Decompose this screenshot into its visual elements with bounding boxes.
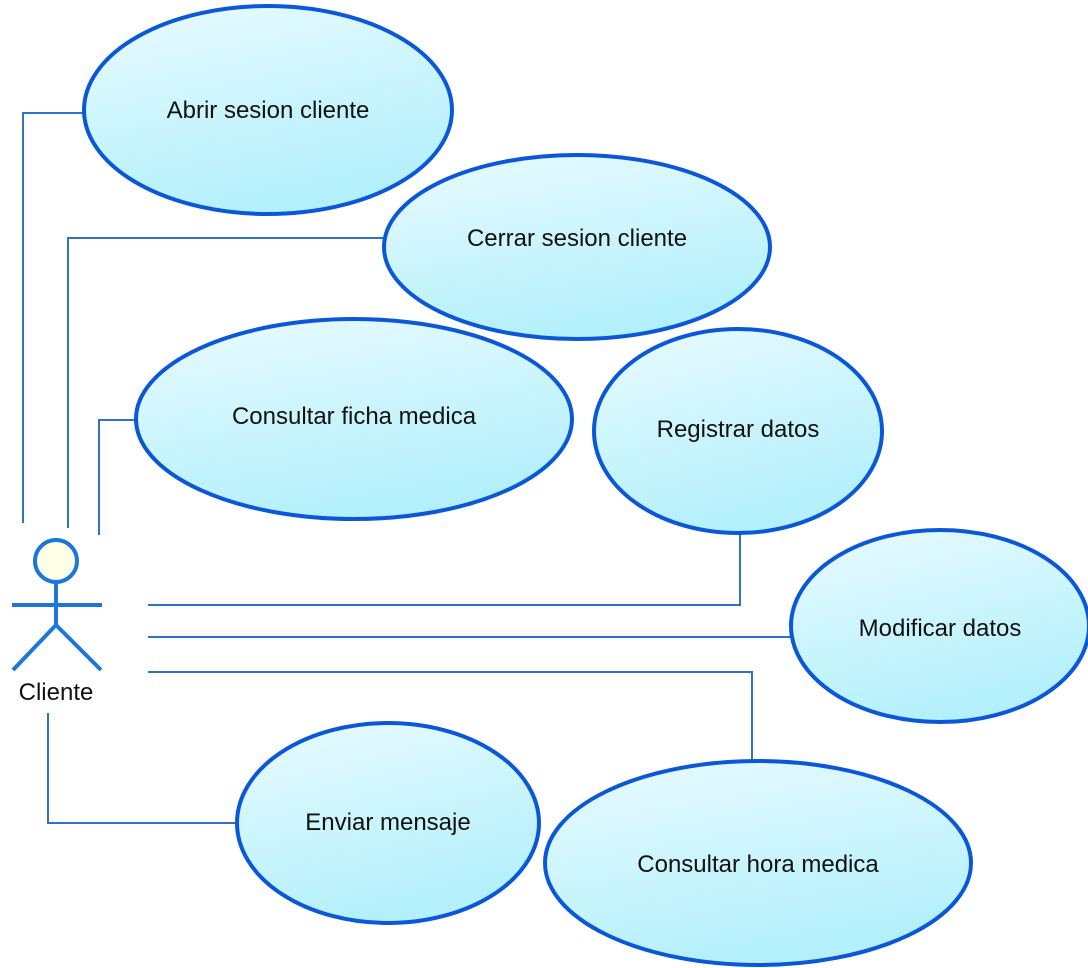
use-case-label: Modificar datos	[859, 615, 1022, 642]
actor-label: Cliente	[19, 679, 94, 706]
association-enviar-mensaje[interactable]	[47, 713, 237, 824]
use-case-modificar-datos[interactable]: Modificar datos	[789, 528, 1088, 724]
association-registrar-datos[interactable]	[148, 533, 741, 606]
use-case-label: Cerrar sesion cliente	[467, 225, 687, 252]
actor-cliente[interactable]: Cliente	[11, 538, 103, 706]
use-case-cerrar-sesion-cliente[interactable]: Cerrar sesion cliente	[382, 153, 772, 341]
associations	[22, 112, 791, 824]
use-case-label: Registrar datos	[657, 416, 820, 443]
association-consultar-hora-medica[interactable]	[148, 671, 753, 760]
use-case-ellipse	[235, 721, 541, 925]
use-case-ellipse	[789, 528, 1088, 724]
use-case-ellipse	[382, 153, 772, 341]
use-case-label: Consultar ficha medica	[232, 403, 477, 430]
use-case-ellipse	[134, 317, 574, 521]
use-case-label: Enviar mensaje	[305, 809, 470, 836]
actor-right-leg-icon	[54, 623, 103, 672]
use-case-ellipse	[82, 4, 454, 216]
use-case-registrar-datos[interactable]: Registrar datos	[592, 327, 884, 535]
use-case-consultar-hora-medica[interactable]: Consultar hora medica	[543, 759, 973, 967]
use-case-label: Consultar hora medica	[637, 851, 879, 878]
use-case-ellipse	[543, 759, 973, 967]
actor-left-leg-icon	[11, 623, 58, 672]
use-case-consultar-ficha-medica[interactable]: Consultar ficha medica	[134, 317, 574, 521]
use-case-abrir-sesion-cliente[interactable]: Abrir sesion cliente	[82, 4, 454, 216]
association-consultar-ficha-medica[interactable]	[98, 419, 136, 535]
actor-head-icon	[33, 538, 79, 584]
use-case-label: Abrir sesion cliente	[167, 97, 370, 124]
association-cerrar-sesion-cliente[interactable]	[67, 237, 383, 528]
use-case-ellipse	[592, 327, 884, 535]
association-abrir-sesion-cliente[interactable]	[22, 112, 84, 523]
use-case-enviar-mensaje[interactable]: Enviar mensaje	[235, 721, 541, 925]
